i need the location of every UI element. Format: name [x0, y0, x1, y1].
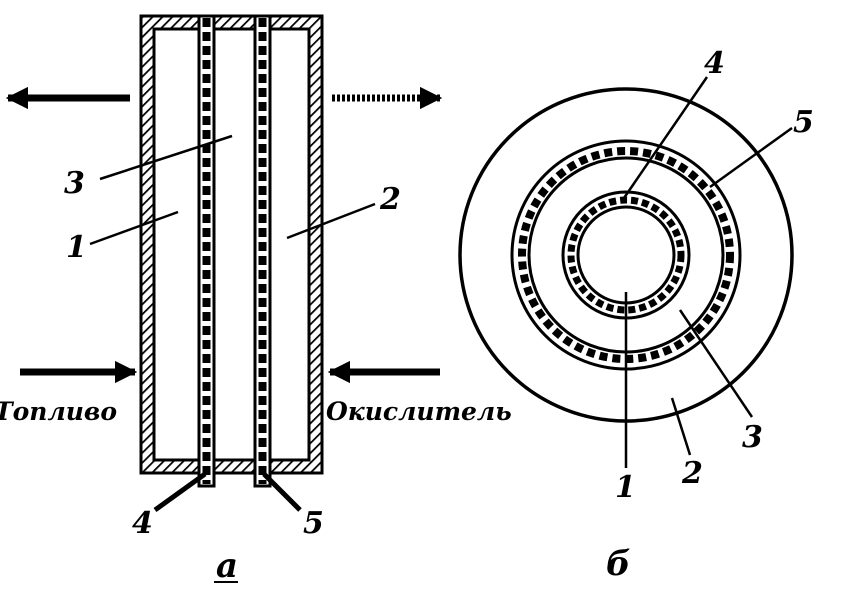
leader-a-2 — [286, 202, 376, 240]
leader-b-4 — [622, 76, 709, 199]
caption-a: а — [216, 546, 238, 586]
electrode-4-plate — [197, 14, 216, 488]
leader-b-3 — [678, 309, 754, 418]
section-view-b: 4 5 1 2 3 б — [458, 46, 814, 584]
caption-b: б — [606, 544, 631, 584]
label-b-3: 3 — [742, 420, 763, 455]
oxidizer-label: Окислитель — [326, 397, 512, 426]
housing-inner — [152, 27, 311, 462]
label-b-1: 1 — [615, 470, 636, 505]
label-a-3: 3 — [64, 166, 85, 201]
leader-a-5 — [262, 472, 302, 512]
label-a-2: 2 — [379, 182, 401, 217]
section-view-a: 3 1 2 4 5 Топливо Окислитель а — [0, 14, 512, 586]
label-b-2: 2 — [681, 456, 703, 491]
label-a-4: 4 — [132, 506, 153, 541]
fuel-label: Топливо — [0, 397, 117, 426]
leader-a-1 — [89, 210, 179, 246]
leader-b-2 — [670, 397, 692, 456]
electrode-5-plate — [253, 14, 272, 488]
label-a-1: 1 — [66, 230, 87, 265]
label-b-4: 4 — [704, 46, 725, 81]
label-b-5: 5 — [793, 105, 814, 140]
leader-a-3 — [99, 134, 233, 181]
leader-b-5 — [709, 126, 793, 189]
leader-a-4 — [153, 471, 207, 513]
label-a-5: 5 — [303, 506, 324, 541]
